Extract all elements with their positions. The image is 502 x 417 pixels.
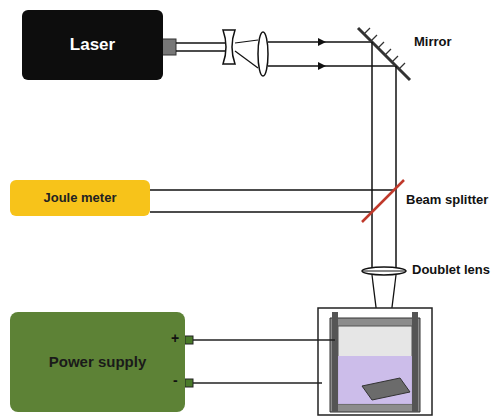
mirror-hatching — [364, 28, 405, 69]
doublet-lens — [362, 267, 406, 275]
electrode — [412, 312, 418, 412]
concave-lens — [223, 30, 235, 64]
terminal-sign: + — [171, 330, 179, 346]
part-label: Doublet lens — [412, 262, 490, 277]
laser-beam — [176, 50, 226, 52]
mirror — [358, 28, 410, 80]
joule-meter-box: Joule meter — [10, 180, 150, 216]
wire — [192, 339, 335, 340]
laser-beam — [235, 51, 258, 68]
terminal-sign: - — [173, 372, 178, 388]
convex-lens — [258, 32, 268, 76]
node-text: Laser — [70, 34, 115, 55]
part-label: Beam splitter — [406, 192, 488, 207]
terminal — [185, 336, 193, 344]
laser-beam — [395, 66, 397, 268]
sample-target — [362, 378, 410, 400]
laser-beam — [235, 40, 258, 43]
terminal — [185, 379, 193, 387]
wire — [192, 382, 322, 383]
laser-beam — [176, 42, 226, 44]
power-supply-box: Power supply — [10, 312, 185, 412]
split-beam — [150, 211, 372, 213]
liquid — [338, 356, 412, 404]
node-text: Power supply — [49, 353, 147, 372]
node-text: Joule meter — [44, 190, 117, 206]
cell-frame — [318, 308, 432, 415]
doublet-lens — [362, 271, 406, 272]
laser-beam — [371, 42, 373, 268]
beam-arrow — [318, 62, 326, 70]
split-beam — [150, 189, 394, 191]
electrode — [332, 312, 338, 412]
laser-beam — [268, 65, 396, 67]
cell-wall — [330, 318, 420, 412]
part-label: Mirror — [414, 34, 452, 49]
laser-box: Laser — [22, 10, 163, 80]
beam-arrow — [318, 38, 326, 46]
cell-inner — [338, 326, 412, 404]
laser-nozzle — [162, 39, 176, 55]
beam-splitter — [362, 180, 404, 222]
